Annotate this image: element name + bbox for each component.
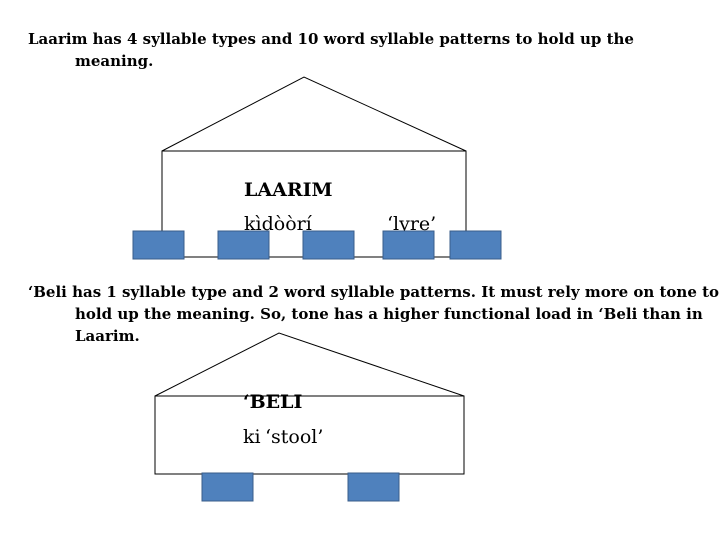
beli-description: ‘Beli has 1 syllable type and 2 word syl… (28, 283, 720, 345)
beli-language-label: ‘BELI (243, 391, 303, 413)
laarim-support-block (132, 230, 185, 260)
laarim-support-block (382, 230, 435, 260)
laarim-language-label: LAARIM (244, 179, 333, 201)
laarim-support-block (217, 230, 270, 260)
beli-house-body (154, 395, 465, 475)
laarim-word: kìḍòòrí (244, 213, 312, 235)
laarim-gloss: ‘lyre’ (387, 213, 437, 235)
beli-word: ki (243, 426, 261, 448)
beli-gloss: ‘stool’ (265, 426, 324, 448)
beli-support-block (347, 472, 400, 502)
laarim-description: Laarim has 4 syllable types and 10 word … (28, 30, 634, 70)
laarim-support-block (302, 230, 355, 260)
laarim-support-block (449, 230, 502, 260)
beli-support-block (201, 472, 254, 502)
